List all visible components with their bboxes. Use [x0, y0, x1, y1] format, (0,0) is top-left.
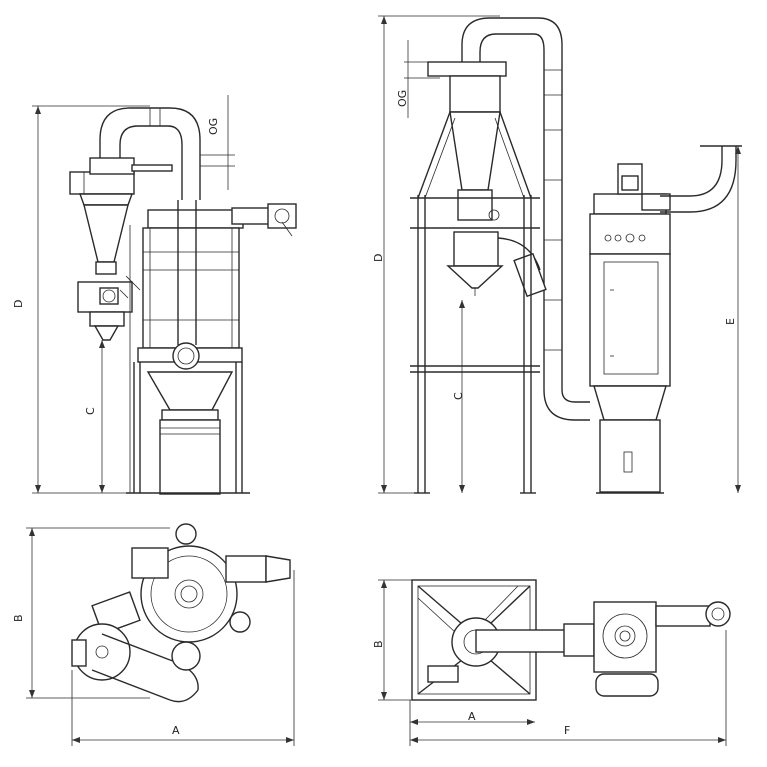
- dimension-label-e: E: [724, 318, 737, 325]
- dimension-label-a: A: [172, 724, 180, 737]
- plan-view-right: B A F: [372, 579, 731, 746]
- side-elevation-view: D C OG: [12, 95, 297, 495]
- front-elevation-view: D C OG: [372, 15, 742, 494]
- dimension-label-og-side: OG: [207, 118, 220, 135]
- dimension-label-d: D: [12, 300, 25, 308]
- dimension-label-b: B: [12, 614, 25, 622]
- dimension-label-a-right: A: [468, 710, 476, 723]
- dimension-label-c: C: [84, 407, 97, 415]
- plan-view-left: B A: [12, 523, 295, 746]
- dimension-label-f: F: [564, 724, 570, 737]
- dimension-label-d-front: D: [372, 254, 385, 262]
- dimension-label-b-right: B: [372, 640, 385, 648]
- dimension-label-og-front: OG: [396, 90, 409, 107]
- dimension-label-c-front: C: [452, 392, 465, 400]
